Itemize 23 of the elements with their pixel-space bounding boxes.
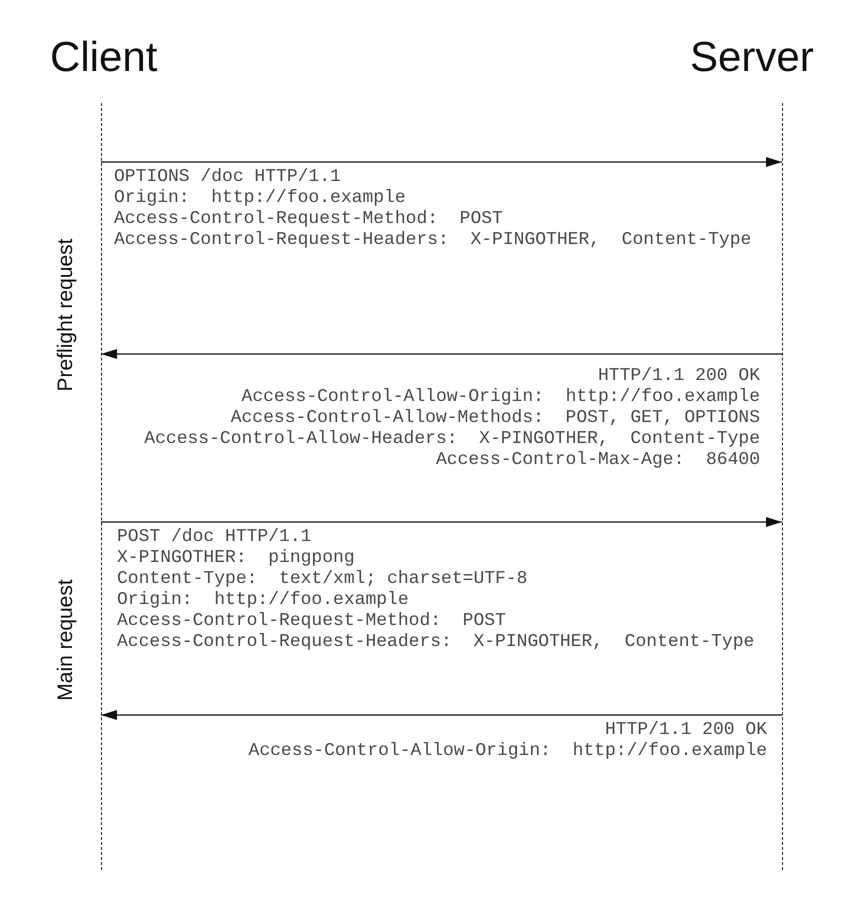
message-header-line: Access-Control-Allow-Headers: X-PINGOTHER, Content-Type: [144, 429, 760, 450]
message-header-line: Access-Control-Request-Method: POST: [117, 611, 506, 632]
message-header-line: Access-Control-Max-Age: 86400: [436, 450, 760, 471]
message-header-line: Access-Control-Request-Headers: X-PINGOTHER, Content-Type: [117, 632, 754, 653]
message-header-line: Origin: http://foo.example: [117, 590, 409, 611]
message-header-line: Access-Control-Allow-Origin: http://foo.example: [242, 387, 760, 408]
message-header-line: HTTP/1.1 200 OK: [598, 366, 760, 387]
phase-label: Preflight request: [54, 238, 78, 392]
phase-label: Main request: [54, 579, 78, 701]
message-header-line: Access-Control-Request-Headers: X-PINGOTHER, Content-Type: [114, 230, 752, 251]
message-arrow: [101, 157, 782, 167]
message-header-line: Access-Control-Request-Method: POST: [114, 209, 503, 230]
message-arrow: [101, 710, 782, 720]
message-header-line: Content-Type: text/xml; charset=UTF-8: [117, 569, 528, 590]
message-header-line: POST /doc HTTP/1.1: [117, 527, 312, 548]
message-arrow: [101, 517, 782, 527]
message-header-line: Access-Control-Allow-Origin: http://foo.example: [248, 741, 767, 762]
message-header-line: Access-Control-Allow-Methods: POST, GET, OPTIONS: [230, 408, 760, 429]
message-header-line: HTTP/1.1 200 OK: [604, 720, 767, 741]
message-header-line: X-PINGOTHER: pingpong: [117, 548, 355, 569]
message-header-line: Origin: http://foo.example: [114, 188, 406, 209]
message-arrow: [101, 349, 782, 359]
message-header-line: OPTIONS /doc HTTP/1.1: [114, 167, 341, 188]
